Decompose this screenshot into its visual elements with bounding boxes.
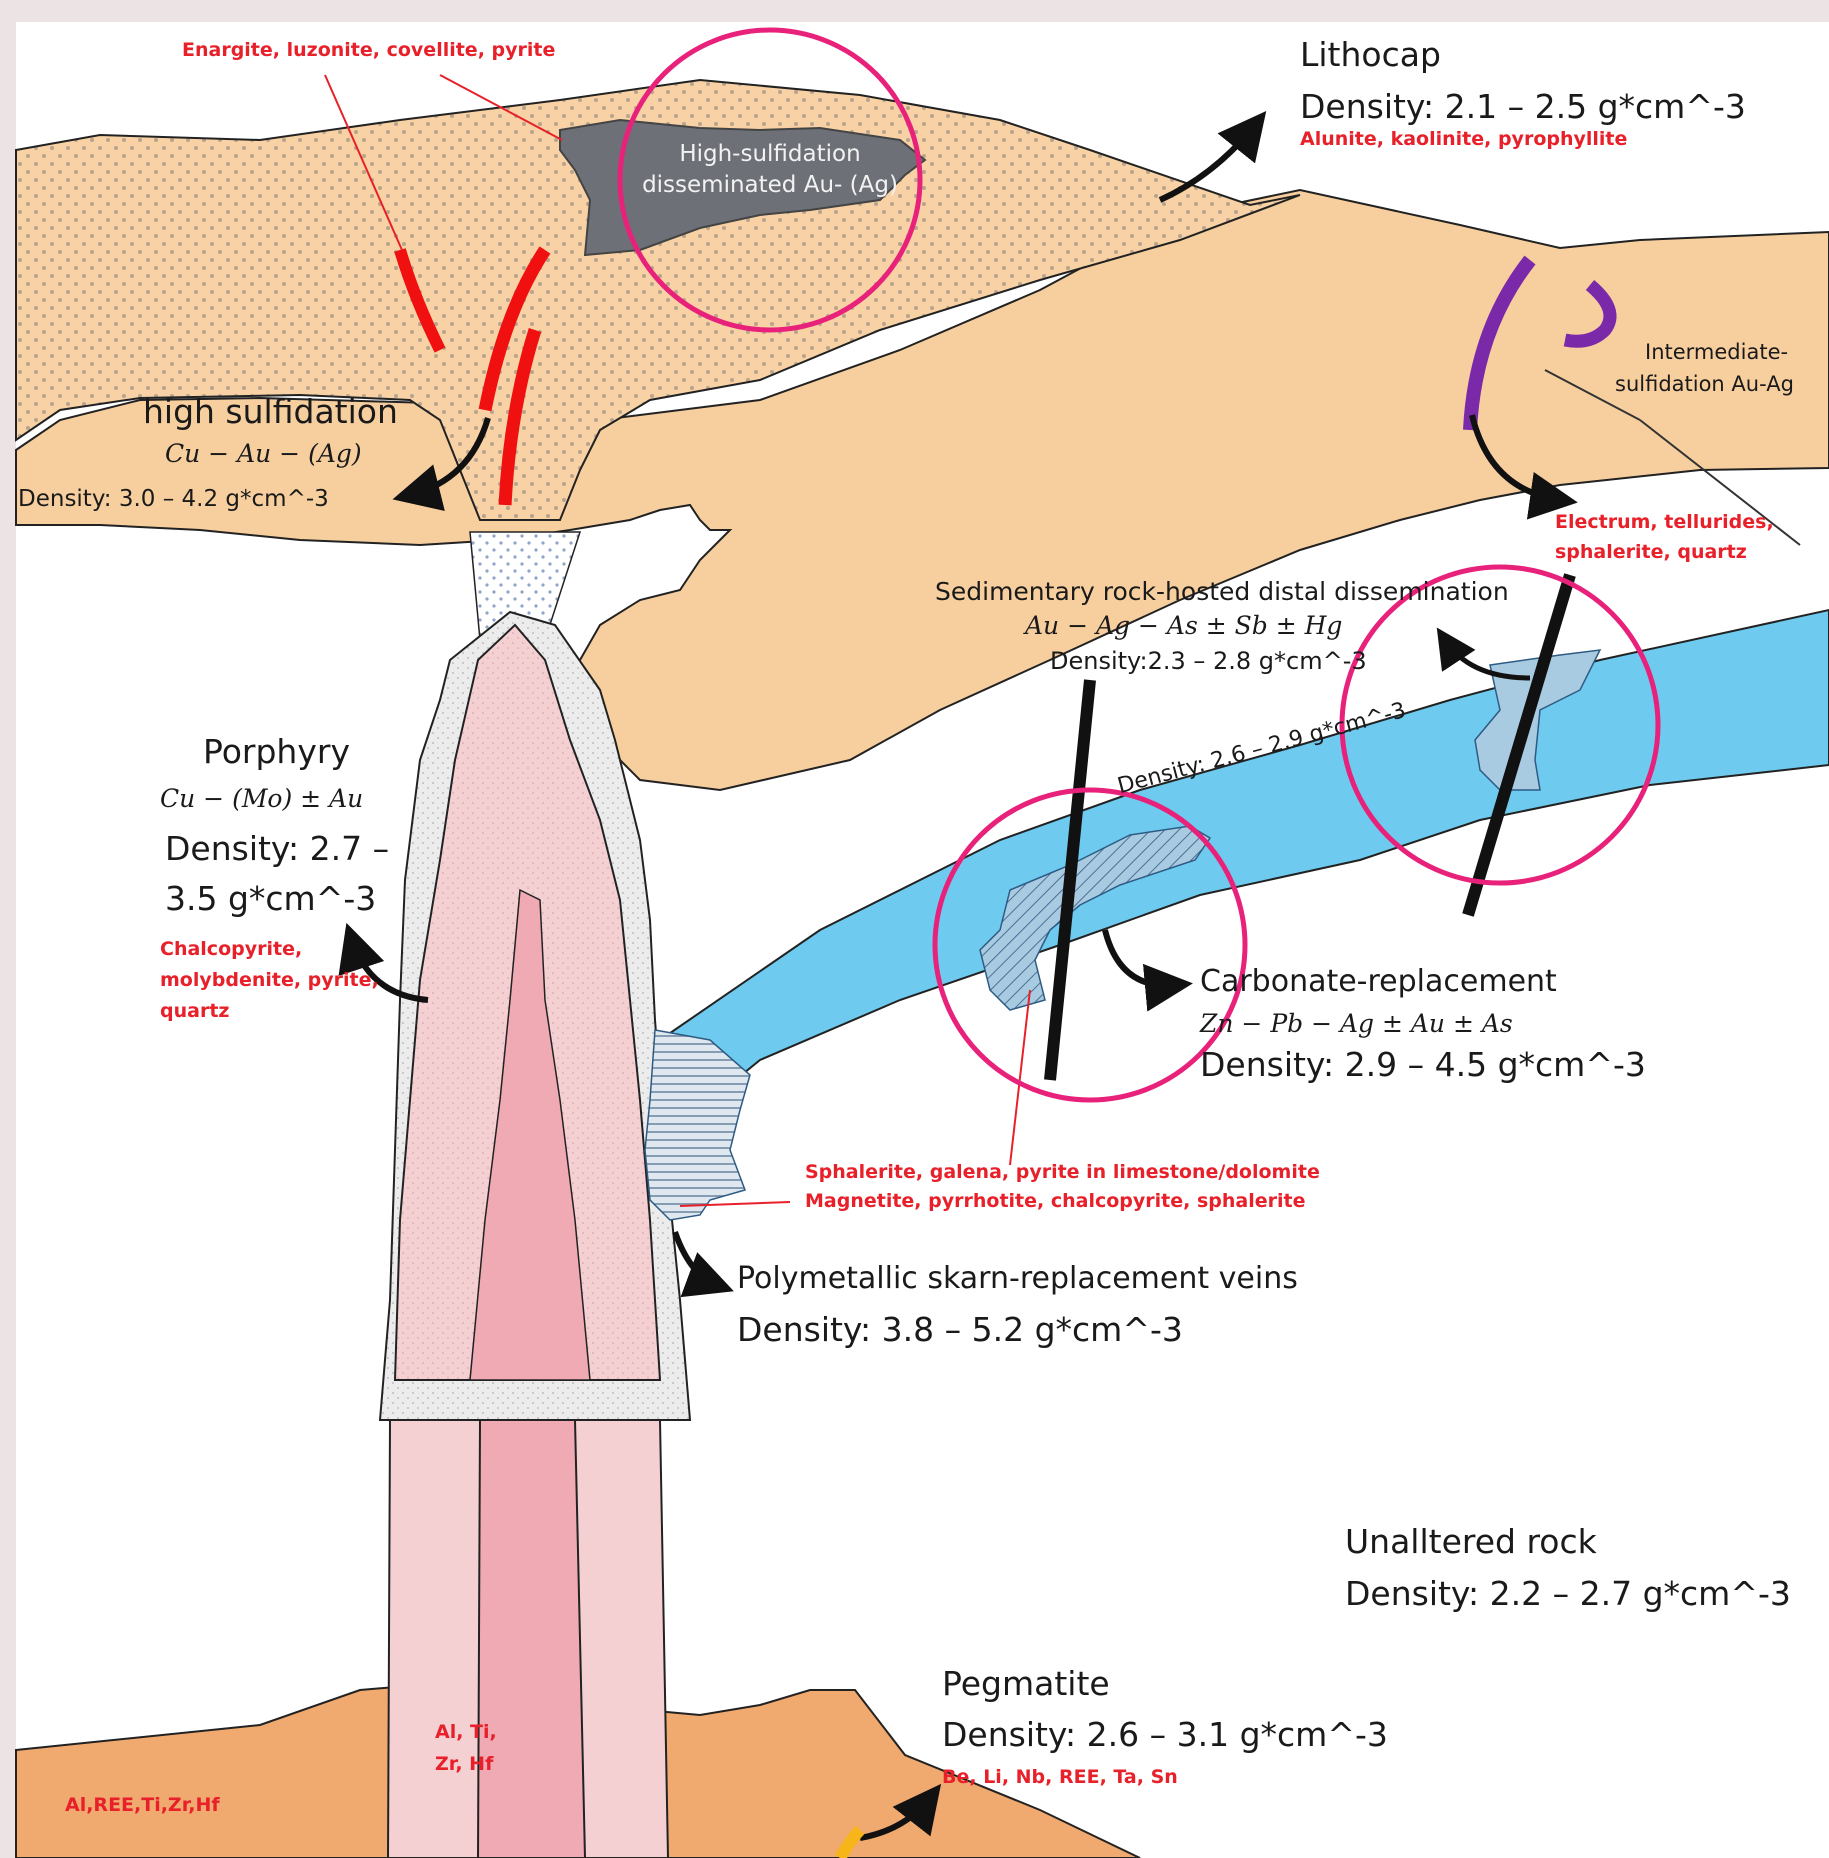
intermediate-label-2: sulfidation Au-Ag	[1615, 372, 1794, 396]
basement-elements: Al,REE,Ti,Zr,Hf	[65, 1793, 220, 1819]
porphyry-minerals-1: Chalcopyrite,	[160, 937, 302, 963]
porphyry-minerals-2: molybdenite, pyrite,	[160, 968, 379, 994]
high-sulf-formula: Cu − Au − (Ag)	[165, 440, 362, 469]
carbonate-title: Carbonate-replacement	[1200, 965, 1557, 1000]
lithocap-minerals: Alunite, kaolinite, pyrophyllite	[1300, 127, 1627, 153]
pegmatite-density: Density: 2.6 – 3.1 g*cm^-3	[942, 1716, 1388, 1754]
high-sulf-density: Density: 3.0 – 4.2 g*cm^-3	[18, 486, 329, 512]
high-sulf-dissem-label-2: disseminated Au- (Ag)	[610, 170, 930, 201]
unaltered-density: Density: 2.2 – 2.7 g*cm^-3	[1345, 1575, 1791, 1613]
high-sulf-title: high sulfidation	[143, 393, 398, 431]
sedimentary-formula: Au − Ag − As ± Sb ± Hg	[1025, 612, 1342, 641]
high-sulf-dissem-label-1: High-sulfidation	[610, 139, 930, 170]
unaltered-title: Unalltered rock	[1345, 1523, 1597, 1561]
intermediate-minerals-2: sphalerite, quartz	[1555, 540, 1747, 566]
stock-stem-core	[478, 1420, 585, 1858]
carbonate-formula: Zn − Pb − Ag ± Au ± As	[1200, 1010, 1513, 1039]
sedimentary-title: Sedimentary rock-hosted distal dissemina…	[935, 578, 1509, 607]
enargite-minerals: Enargite, luzonite, covellite, pyrite	[182, 38, 555, 64]
porphyry-density-2: 3.5 g*cm^-3	[165, 880, 376, 918]
pegmatite-title: Pegmatite	[942, 1665, 1110, 1703]
sedimentary-density: Density:2.3 – 2.8 g*cm^-3	[1050, 648, 1367, 676]
porphyry-formula: Cu − (Mo) ± Au	[160, 785, 363, 814]
pegmatite-elements: Be, Li, Nb, REE, Ta, Sn	[942, 1765, 1178, 1791]
carbonate-density: Density: 2.9 – 4.5 g*cm^-3	[1200, 1046, 1646, 1084]
skarn-minerals-1: Sphalerite, galena, pyrite in limestone/…	[805, 1160, 1320, 1186]
lithocap-density: Density: 2.1 – 2.5 g*cm^-3	[1300, 88, 1746, 126]
porphyry-density-1: Density: 2.7 –	[165, 830, 389, 868]
stock-elements-1: Al, Ti,	[435, 1720, 497, 1746]
stock-elements-2: Zr, Hf	[435, 1752, 493, 1778]
polymetallic-title: Polymetallic skarn-replacement veins	[737, 1262, 1298, 1297]
polymetallic-density: Density: 3.8 – 5.2 g*cm^-3	[737, 1311, 1183, 1349]
skarn-minerals-2: Magnetite, pyrrhotite, chalcopyrite, sph…	[805, 1189, 1305, 1215]
intermediate-label-1: Intermediate-	[1645, 340, 1788, 364]
porphyry-minerals-3: quartz	[160, 999, 229, 1025]
intermediate-minerals-1: Electrum, tellurides,	[1555, 510, 1774, 536]
porphyry-title: Porphyry	[203, 733, 350, 771]
lithocap-title: Lithocap	[1300, 36, 1441, 74]
